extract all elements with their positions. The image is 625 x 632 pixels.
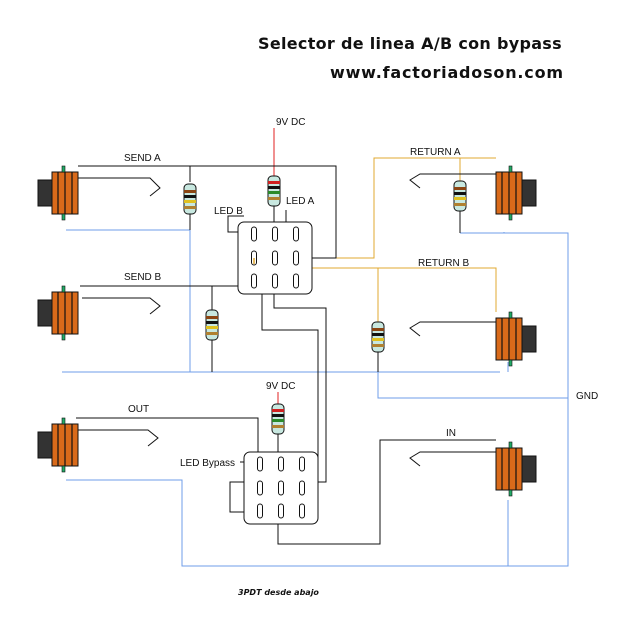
label-led-a: LED A xyxy=(286,196,315,207)
label-gnd: GND xyxy=(576,391,598,402)
return-wires xyxy=(297,157,497,322)
resistor-led-ab xyxy=(267,175,281,207)
website-url: www.factoriadoson.com xyxy=(330,63,564,82)
diagram-title: Selector de linea A/B con bypass xyxy=(258,34,562,53)
label-return-a: RETURN A xyxy=(410,147,461,158)
label-power-bottom: 9V DC xyxy=(266,381,295,392)
label-led-bypass: LED Bypass xyxy=(180,458,235,469)
switch-bypass xyxy=(243,451,319,525)
jack-return-b xyxy=(495,311,537,367)
jack-out xyxy=(37,417,79,473)
label-led-b: LED B xyxy=(214,206,243,217)
label-power-top: 9V DC xyxy=(276,117,305,128)
resistor-send-b xyxy=(205,309,219,341)
footer-note: 3PDT desde abajo xyxy=(238,588,319,597)
jack-send-b xyxy=(37,285,79,341)
power-wires xyxy=(273,128,279,404)
signal-wires xyxy=(76,165,496,545)
label-send-a: SEND A xyxy=(124,153,161,164)
resistor-send-a xyxy=(183,183,197,215)
jack-in xyxy=(495,441,537,497)
jack-return-a xyxy=(495,165,537,221)
label-in: IN xyxy=(446,428,456,439)
label-return-b: RETURN B xyxy=(418,258,469,269)
label-send-b: SEND B xyxy=(124,272,162,283)
jack-send-a xyxy=(37,165,79,221)
resistor-return-b xyxy=(371,321,385,353)
resistor-led-bypass xyxy=(271,403,285,435)
label-out: OUT xyxy=(128,404,149,415)
switch-ab xyxy=(237,221,313,295)
resistor-return-a xyxy=(453,180,467,212)
